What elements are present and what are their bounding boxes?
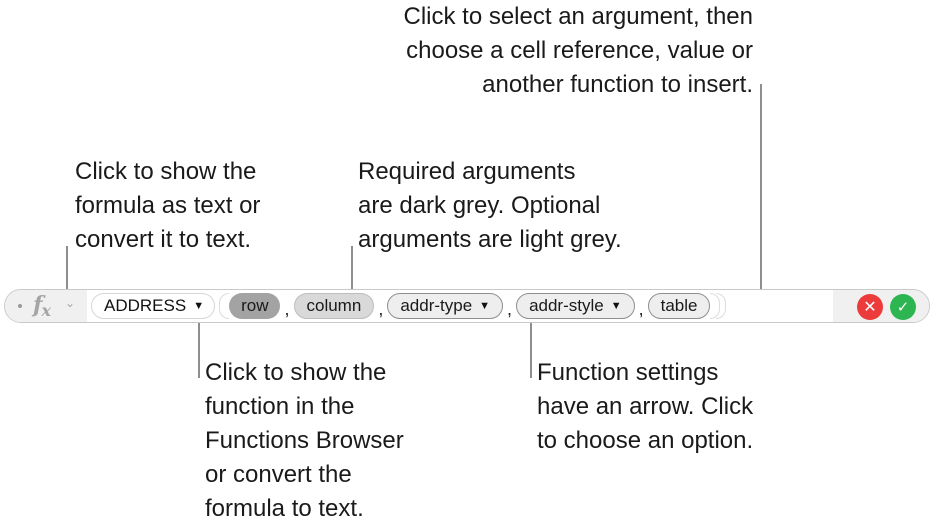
argument-token-row[interactable]: row (229, 293, 281, 319)
argument-token-addr-style[interactable]: addr-style ▼ (516, 293, 635, 319)
argument-separator: , (507, 298, 513, 319)
leader-line-select-argument (760, 84, 762, 294)
dropdown-arrow-icon[interactable]: ▼ (479, 300, 491, 312)
argument-separator: , (638, 298, 644, 319)
callout-argument-colors: Required arguments are dark grey. Option… (358, 158, 622, 253)
callout-select-argument: Click to select an argument, then choose… (403, 3, 753, 98)
open-paren (219, 293, 230, 319)
chevron-down-icon[interactable]: ⌄ (65, 296, 76, 310)
callout-function-browser: Click to show the function in the Functi… (205, 359, 404, 522)
dropdown-arrow-icon[interactable]: ▼ (193, 300, 205, 312)
leader-line-function-settings (530, 318, 532, 378)
checkmark-icon: ✓ (896, 299, 910, 316)
leader-line-argument-colors (351, 246, 353, 292)
callout-function-settings: Function settings have an arrow. Click t… (537, 359, 754, 454)
leader-line-show-formula-text (66, 246, 68, 290)
argument-token-column[interactable]: column (293, 293, 375, 319)
close-paren (716, 293, 727, 319)
function-token-address[interactable]: ADDRESS ▼ (91, 293, 216, 319)
fx-icon[interactable]: fx (33, 292, 51, 320)
function-name: ADDRESS (104, 296, 187, 315)
argument-separator: , (378, 298, 384, 319)
formula-tokens: ADDRESS ▼ row , column , addr-type ▼ , a… (91, 293, 727, 319)
drag-handle-icon[interactable] (18, 304, 22, 308)
close-icon: ✕ (863, 299, 877, 316)
dropdown-arrow-icon[interactable]: ▼ (610, 300, 622, 312)
argument-token-addr-type[interactable]: addr-type ▼ (387, 293, 504, 319)
leader-line-function-browser (198, 318, 200, 378)
formula-options-area: fx ⌄ (5, 290, 87, 322)
argument-separator: , (284, 298, 290, 319)
formula-editor-bar: fx ⌄ ADDRESS ▼ row , column , addr-type … (4, 289, 930, 323)
argument-token-table[interactable]: table (647, 293, 711, 319)
accept-button[interactable]: ✓ (890, 294, 916, 320)
cancel-button[interactable]: ✕ (857, 294, 883, 320)
callout-show-formula-text: Click to show the formula as text or con… (75, 158, 261, 253)
